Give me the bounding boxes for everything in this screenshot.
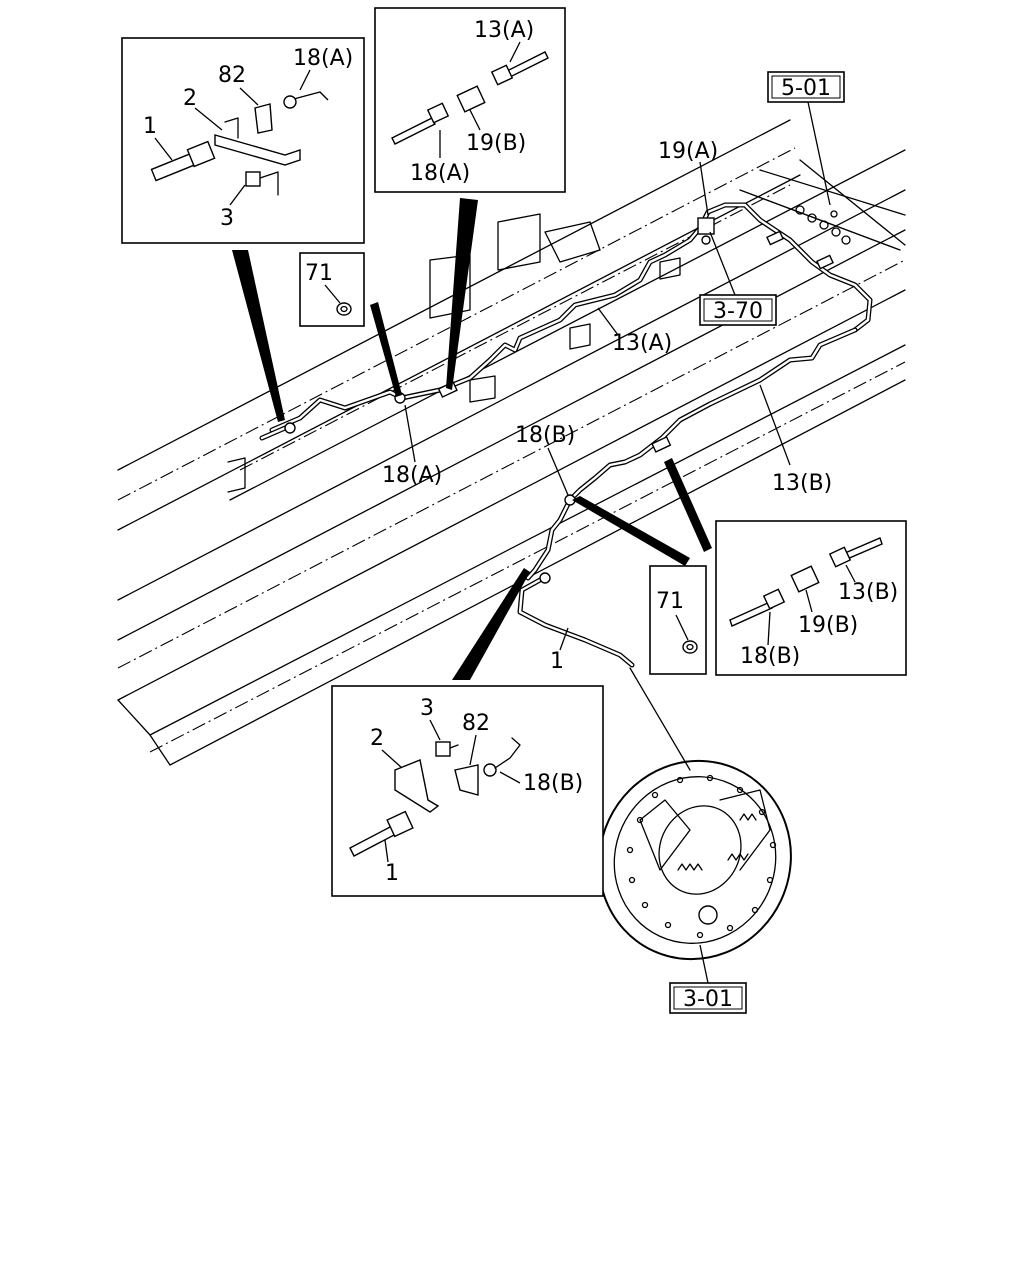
- d2-label-18a: 18(A): [410, 161, 470, 186]
- d6-label-3: 3: [420, 696, 434, 721]
- d6-label-82: 82: [462, 711, 490, 736]
- d1-label-1: 1: [143, 114, 157, 139]
- label-13b-main: 13(B): [772, 471, 832, 496]
- label-18a-main: 18(A): [382, 463, 442, 488]
- ref-label-5-01: 5-01: [781, 76, 831, 101]
- detail-box-1: 18(A) 82 2 1 3: [121, 37, 365, 244]
- ref-box-5-01: 5-01: [767, 71, 845, 206]
- detail-box-3: 71: [299, 252, 365, 327]
- detail-box-6: 3 82 2 18(B) 1: [331, 685, 604, 897]
- brake-pipe-13b: [525, 327, 858, 581]
- d6-label-2: 2: [370, 726, 384, 751]
- d4-label-71: 71: [656, 589, 684, 614]
- d1-label-18a: 18(A): [293, 46, 353, 71]
- detail-box-2: 13(A) 19(B) 18(A): [374, 7, 566, 193]
- d1-label-3: 3: [220, 206, 234, 231]
- ref-box-3-70: 3-70: [699, 231, 777, 326]
- detail-box-4: 71: [649, 565, 707, 675]
- d5-label-19b: 19(B): [798, 613, 858, 638]
- callout-wedges: [232, 198, 712, 680]
- label-13a-main: 13(A): [612, 331, 672, 356]
- label-19a-main: 19(A): [658, 139, 718, 164]
- brake-hose-1: [517, 577, 691, 771]
- pipe-fittings: [284, 217, 834, 584]
- d1-label-82: 82: [218, 63, 246, 88]
- d6-label-1: 1: [385, 861, 399, 886]
- d5-label-18b: 18(B): [740, 644, 800, 669]
- brake-drum-assembly: [598, 759, 792, 961]
- d3-label-71: 71: [305, 261, 333, 286]
- cross-member-holes: [795, 205, 851, 245]
- d6-label-18b: 18(B): [523, 771, 583, 796]
- ref-label-3-70: 3-70: [713, 299, 763, 324]
- detail-box-5: 13(B) 19(B) 18(B): [715, 520, 907, 676]
- ref-label-3-01: 3-01: [683, 987, 733, 1012]
- ref-box-3-01: 3-01: [669, 944, 747, 1014]
- d2-label-19b: 19(B): [466, 131, 526, 156]
- d5-label-13b: 13(B): [838, 580, 898, 605]
- d1-label-2: 2: [183, 86, 197, 111]
- d2-label-13a: 13(A): [474, 18, 534, 43]
- label-18b-main: 18(B): [515, 423, 575, 448]
- drum-rivet-holes: [626, 774, 777, 939]
- label-1-main: 1: [550, 649, 564, 674]
